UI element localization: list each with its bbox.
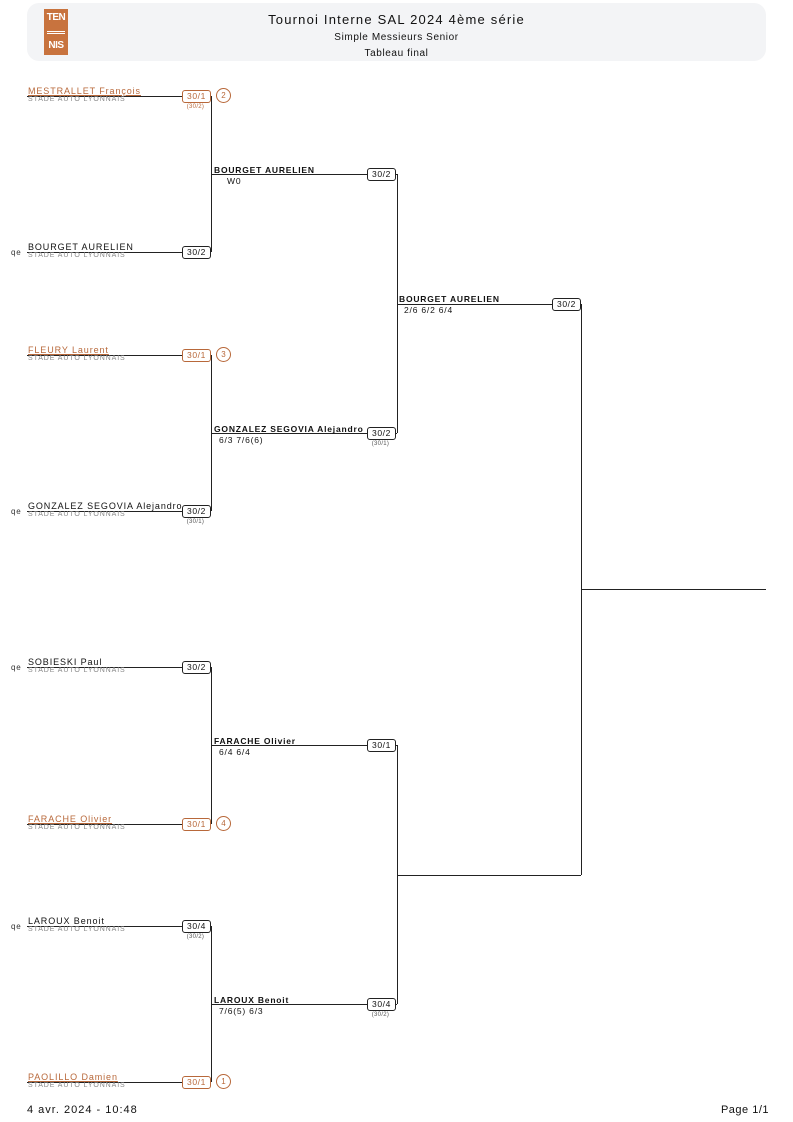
bracket-line	[27, 355, 211, 356]
page-number: Page 1/1	[720, 1104, 769, 1116]
bracket-line	[27, 667, 211, 668]
player-name[interactable]: GONZALEZ SEGOVIA Alejandro	[28, 501, 183, 511]
print-date: 4 avr. 2024 - 10:48	[27, 1104, 138, 1116]
bracket-line	[211, 745, 397, 746]
player-club: STADE AUTO LYONNAIS	[28, 1082, 126, 1089]
seed-badge: 3	[216, 347, 231, 362]
player-name[interactable]: FARACHE Olivier	[28, 814, 113, 824]
qe-label: qe	[11, 663, 22, 672]
player-rank: 30/2	[182, 505, 211, 518]
winner-sub-rank: (30/2)	[371, 1012, 390, 1018]
qe-label: qe	[11, 507, 22, 516]
winner-name[interactable]: BOURGET AURELIEN	[214, 165, 315, 175]
match-score: 6/4 6/4	[219, 747, 251, 757]
winner-rank: 30/2	[367, 427, 396, 440]
qe-label: qe	[11, 248, 22, 257]
qe-label: qe	[11, 922, 22, 931]
player-rank: 30/1	[182, 1076, 211, 1089]
player-sub-rank: (30/1)	[186, 519, 205, 525]
player-club: STADE AUTO LYONNAIS	[28, 824, 126, 831]
winner-rank: 30/4	[367, 998, 396, 1011]
player-club: STADE AUTO LYONNAIS	[28, 926, 126, 933]
winner-rank: 30/2	[552, 298, 581, 311]
bracket-line	[27, 511, 211, 512]
winner-sub-rank: (30/1)	[371, 441, 390, 447]
draw-category: Simple Messieurs Senior	[334, 32, 459, 43]
bracket-line	[397, 875, 581, 876]
match-score: 7/6(5) 6/3	[219, 1006, 264, 1016]
bracket-line	[27, 96, 211, 97]
player-rank: 30/1	[182, 90, 211, 103]
player-rank: 30/2	[182, 246, 211, 259]
bracket-line	[27, 1082, 211, 1083]
player-club: STADE AUTO LYONNAIS	[28, 667, 126, 674]
winner-name[interactable]: LAROUX Benoit	[214, 995, 290, 1005]
player-club: STADE AUTO LYONNAIS	[28, 96, 126, 103]
seed-badge: 4	[216, 816, 231, 831]
player-rank: 30/2	[182, 661, 211, 674]
player-name[interactable]: BOURGET AURELIEN	[28, 242, 134, 252]
bracket-line	[211, 433, 397, 434]
bracket-line	[397, 304, 581, 305]
logo-text-bottom: NIS	[48, 40, 64, 51]
winner-rank: 30/1	[367, 739, 396, 752]
bracket-line	[27, 252, 211, 253]
bracket-line	[27, 824, 211, 825]
player-name[interactable]: SOBIESKI Paul	[28, 657, 103, 667]
match-score: 2/6 6/2 6/4	[404, 305, 453, 315]
player-name[interactable]: FLEURY Laurent	[28, 345, 109, 355]
bracket-line	[211, 174, 397, 175]
seed-badge: 2	[216, 88, 231, 103]
player-rank: 30/1	[182, 349, 211, 362]
bracket-line	[27, 926, 211, 927]
winner-rank: 30/2	[367, 168, 396, 181]
logo-text-top: TEN	[46, 12, 66, 23]
player-club: STADE AUTO LYONNAIS	[28, 355, 126, 362]
player-club: STADE AUTO LYONNAIS	[28, 252, 126, 259]
player-club: STADE AUTO LYONNAIS	[28, 511, 126, 518]
document-header: TEN NIS Tournoi Interne SAL 2024 4ème sé…	[27, 3, 766, 61]
draw-type: Tableau final	[364, 48, 429, 59]
page-title: Tournoi Interne SAL 2024 4ème série	[268, 12, 525, 27]
match-score: 6/3 7/6(6)	[219, 435, 264, 445]
bracket-line	[397, 174, 398, 433]
match-score: W0	[227, 176, 242, 186]
bracket-line	[581, 589, 766, 590]
bracket-line	[211, 1004, 397, 1005]
player-sub-rank: (30/2)	[186, 104, 205, 110]
seed-badge: 1	[216, 1074, 231, 1089]
player-name[interactable]: MESTRALLET François	[28, 86, 141, 96]
logo-divider	[47, 30, 65, 34]
bracket-line	[397, 745, 398, 1004]
player-rank: 30/4	[182, 920, 211, 933]
winner-name[interactable]: BOURGET AURELIEN	[399, 294, 500, 304]
player-rank: 30/1	[182, 818, 211, 831]
tennis-logo: TEN NIS	[44, 9, 68, 55]
winner-name[interactable]: GONZALEZ SEGOVIA Alejandro	[214, 424, 364, 434]
player-sub-rank: (30/2)	[186, 934, 205, 940]
player-name[interactable]: LAROUX Benoit	[28, 916, 105, 926]
player-name[interactable]: PAOLILLO Damien	[28, 1072, 118, 1082]
winner-name[interactable]: FARACHE Olivier	[214, 736, 296, 746]
